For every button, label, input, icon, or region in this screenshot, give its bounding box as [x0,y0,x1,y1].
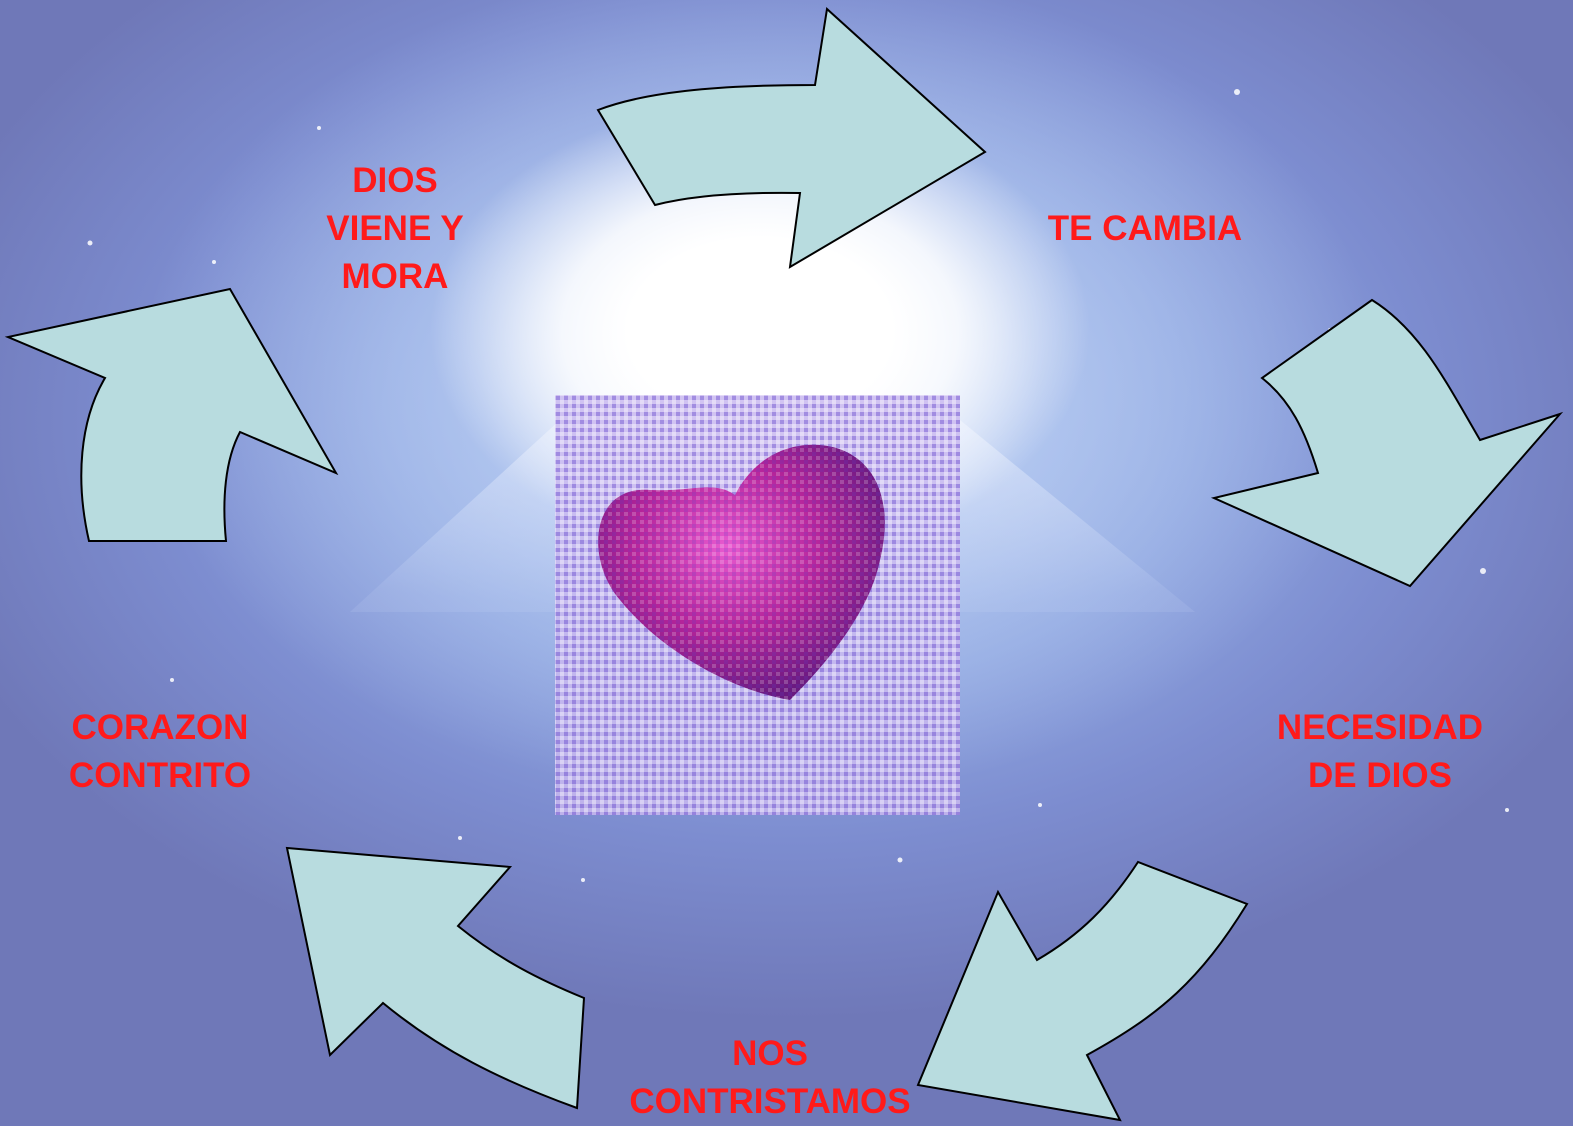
label-necesidad-de-dios: NECESIDAD DE DIOS [1276,708,1484,795]
label-nos-contristamos: NOS CONTRISTAMOS [629,1034,911,1121]
label-corazon-contrito: CORAZON CONTRITO [68,708,252,795]
arrow-bottom-right [916,860,1249,1122]
label-te-cambia: TE CAMBIA [1047,209,1243,248]
arrow-top-right [596,7,987,269]
label-dios-viene-y-mora: DIOS VIENE Y MORA [326,161,464,296]
arrow-bottom-left [285,846,586,1110]
arrow-left-up [4,287,339,542]
arrow-right-down [1210,298,1564,588]
pixelated-heart-icon [555,395,960,815]
